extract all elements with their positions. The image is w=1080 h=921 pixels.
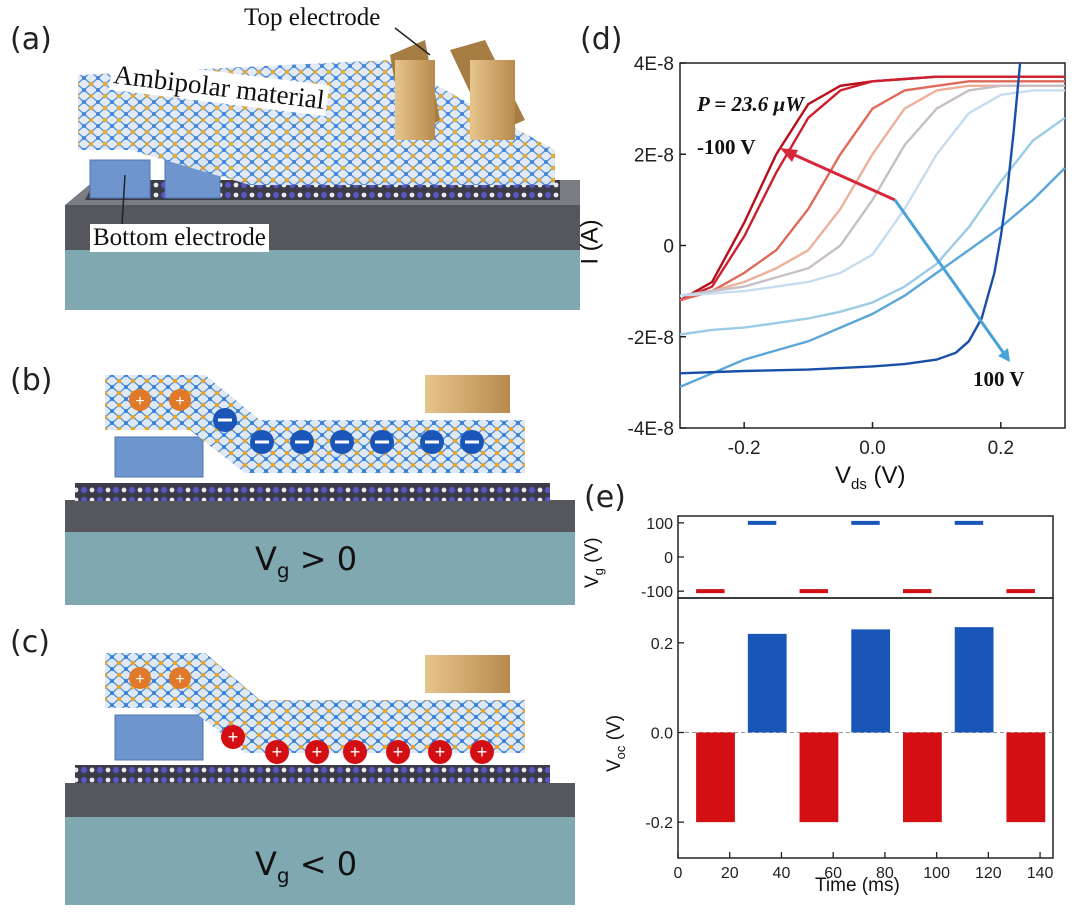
vg-plot-frame [677,515,1054,599]
iv-y-tick-label: 4E-8 [634,54,674,75]
iv-y-tick-label: -2E-8 [628,328,674,349]
time-x-tick-label: 80 [876,865,894,882]
panel-b-label: (b) [10,363,53,398]
vg-y-tick-label: 0 [664,550,673,567]
iv-series-line-5 [679,84,1065,297]
svg-text:+: + [135,393,144,410]
time-x-tick-label: 40 [773,865,791,882]
iv-series-line-7 [679,116,1066,336]
voc-y-tick-label: -0.2 [645,815,673,832]
vg-axis-unit: (V) [582,537,603,569]
panel-d: (d) 4E-8 2E-8 0 -2E-8 -4E-8 -0.2 0.0 0.2 P = 2… [576,0,1080,493]
svg-text:+: + [393,742,404,762]
svg-text:+: + [175,393,184,410]
vg-y-axis-label: Vg (V) [582,537,606,588]
panel-a: (a) [0,0,580,320]
svg-text:+: + [350,742,361,762]
svg-text:+: + [135,671,144,688]
voc-bar-positive [851,629,891,733]
voc-plot-frame [677,597,1054,859]
gate-v-subscript: g [276,863,290,888]
gate-condition-positive: Vg > 0 [255,540,357,582]
iv-x-axis-subscript: ds [851,475,867,493]
vg-y-tick-label: 100 [646,516,673,533]
iv-series-line-3 [679,80,1065,302]
iv-y-tick-label: 2E-8 [634,145,674,166]
time-x-tick-label: 20 [721,865,739,882]
gate-negative-illustration: + + + + + + + + + [65,653,575,905]
iv-x-axis-symbol: V [835,462,852,489]
voc-axis-symbol: V [604,759,625,772]
bottom-electrode-label: Bottom electrode [90,224,269,252]
time-x-tick-label: 140 [1027,865,1054,882]
time-x-tick-label: 0 [674,865,683,882]
gate-v-symbol: V [255,845,277,883]
time-x-axis-label: Time (ms) [815,875,900,896]
iv-curve-chart: 4E-8 2E-8 0 -2E-8 -4E-8 -0.2 0.0 0.2 [628,54,1066,459]
panel-e: (e) 100 0 -100 0.2 0.0 -0.2 0 20 40 60 80 100 120 140… [580,480,1080,921]
gate-v-symbol: V [255,540,277,578]
voc-bar-positive [747,633,787,733]
top-electrode-pointer [394,27,431,56]
iv-x-tick-label: -0.2 [728,438,761,459]
bottom-electrode-pointer [121,174,126,226]
iv-series-line-6 [679,89,1065,297]
svg-text:+: + [272,742,283,762]
iv-y-tick-label: -4E-8 [628,419,674,440]
voc-bar-negative [903,732,942,823]
panel-a-label: (a) [10,22,52,57]
time-x-tick-label: 120 [975,865,1002,882]
panel-d-label: (d) [580,22,623,57]
voltage-time-chart: 100 0 -100 0.2 0.0 -0.2 0 20 40 60 80 100 120 140 [641,515,1054,882]
gate-relation: < 0 [289,845,358,883]
voc-y-tick-label: 0.2 [651,636,673,653]
voc-axis-subscript: oc [612,745,628,760]
gate-relation: > 0 [289,540,358,578]
svg-text:+: + [175,671,184,688]
voc-bar-positive [954,627,994,733]
neg-gate-arrow [787,150,896,202]
iv-x-tick-label: 0.0 [859,438,885,459]
vg-axis-symbol: V [582,575,603,588]
gate-positive-illustration: + + [65,375,575,605]
time-x-tick-label: 60 [824,865,842,882]
svg-text:+: + [435,742,446,762]
svg-text:+: + [228,727,239,747]
iv-y-axis-label: I (A) [576,219,604,265]
voc-bar-negative [696,732,735,823]
power-annotation: P = 23.6 μW [697,92,804,116]
voc-bar-negative [799,732,839,823]
iv-y-tick-label: 0 [663,237,674,258]
gate-v-subscript: g [276,558,290,583]
neg-gate-arrowhead [780,148,798,162]
iv-series-line-9 [679,62,1022,375]
iv-x-axis-unit: (V) [866,462,906,489]
panel-b: (b) + + Vg > 0 [0,345,580,605]
time-x-tick-label: 100 [923,865,950,882]
iv-series-line-2 [679,75,1065,302]
voc-bar-negative [1006,732,1046,823]
hole-charges [221,725,494,764]
pos-gate-arrow [893,199,1007,356]
svg-text:+: + [477,742,488,762]
voc-y-tick-label: 0.0 [651,725,673,742]
pos-gate-annotation: 100 V [973,367,1025,391]
panel-c-label: (c) [10,625,50,660]
iv-x-tick-label: 0.2 [988,438,1014,459]
device-3d-illustration [65,27,580,310]
iv-x-axis-label: Vds (V) [835,462,906,493]
voc-axis-unit: (V) [604,714,625,746]
panel-e-label: (e) [584,480,626,515]
pos-gate-arrowhead [998,348,1010,362]
vg-axis-subscript: g [590,568,606,576]
top-electrode-label: Top electrode [244,4,381,31]
gate-condition-negative: Vg < 0 [255,845,357,887]
voc-y-axis-label: Voc (V) [604,715,628,772]
neg-gate-annotation: -100 V [697,135,756,159]
svg-text:+: + [312,742,323,762]
iv-series-line-8 [679,167,1066,389]
panel-c: (c) + + + + + + + + + Vg < 0 [0,615,580,910]
vg-y-tick-label: -100 [641,584,673,601]
